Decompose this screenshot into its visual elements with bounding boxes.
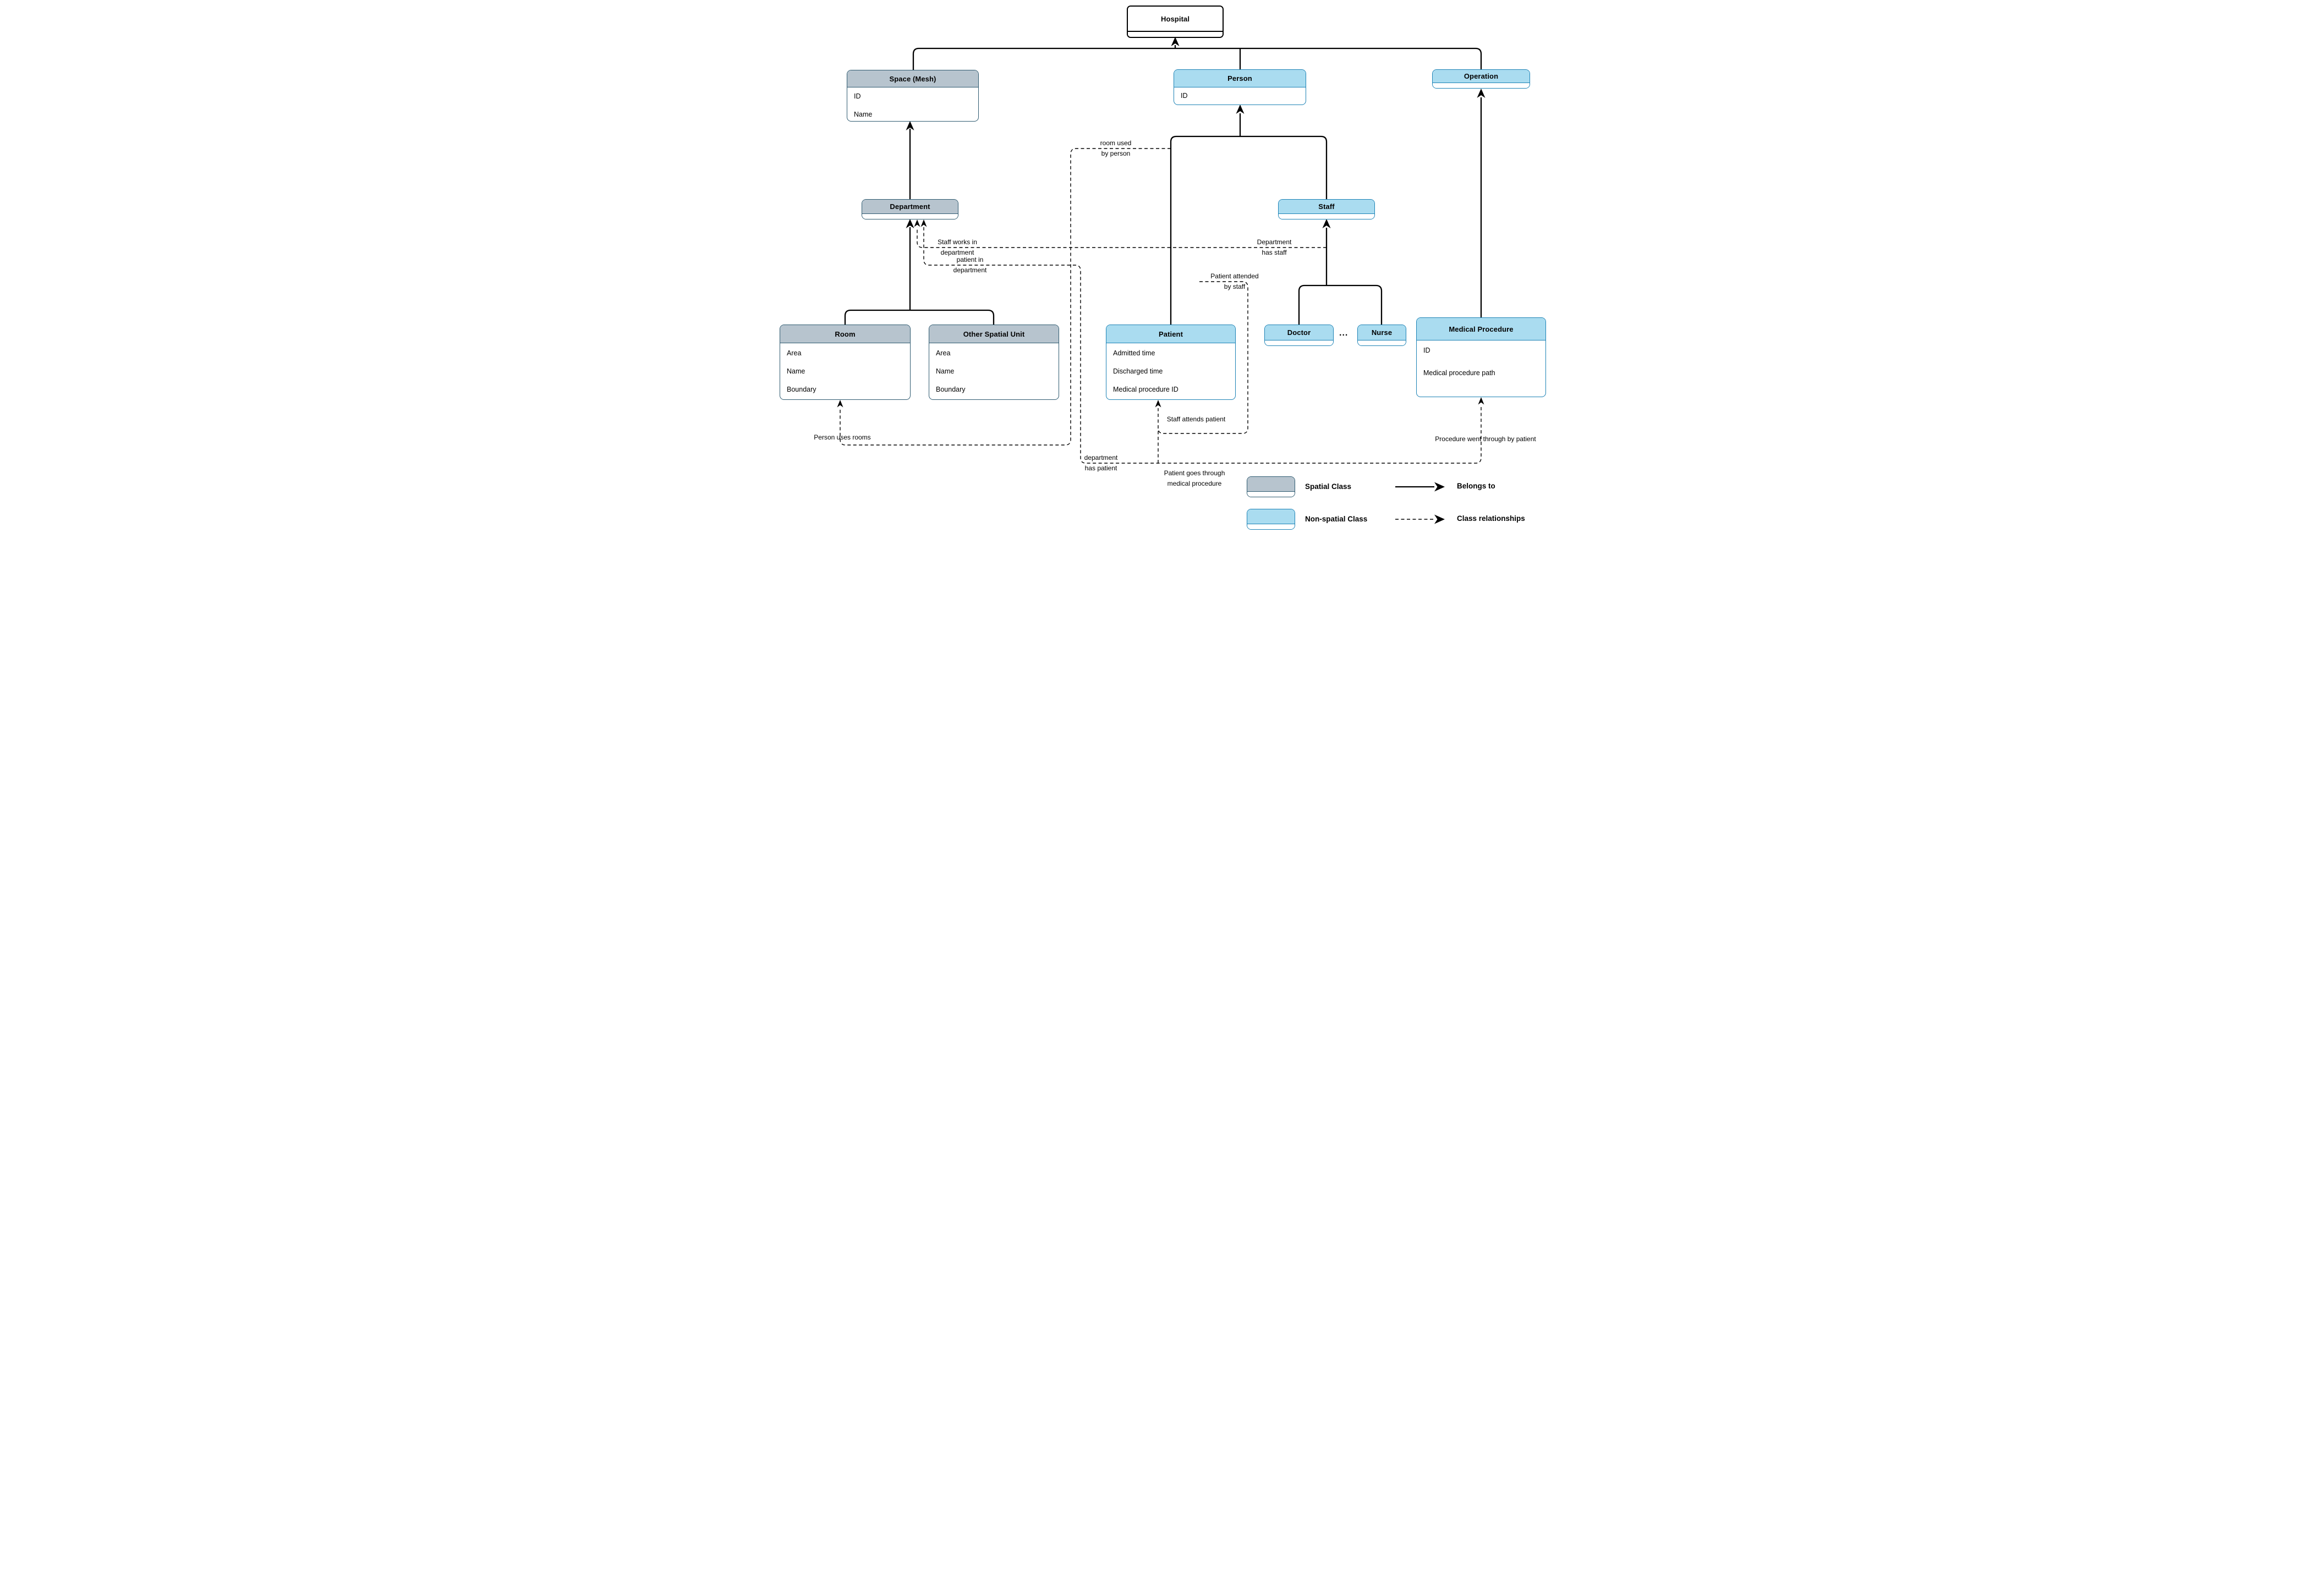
class-box-doctor: Doctor	[1264, 325, 1334, 346]
class-box-medical-procedure: Medical Procedure ID Medical procedure p…	[1416, 317, 1546, 397]
class-diagram-canvas: Hospital Space (Mesh) ID Name Person ID …	[775, 0, 1549, 531]
attribute: Name	[787, 367, 805, 375]
class-box-space-mesh: Space (Mesh) ID Name	[847, 70, 979, 122]
arrowhead-into-patient	[1155, 400, 1161, 408]
class-body-staff	[1279, 214, 1374, 219]
arrowhead-into-department-from-patient	[920, 219, 927, 227]
connector-layer	[837, 37, 1486, 524]
class-title-space-mesh: Space (Mesh)	[847, 70, 978, 87]
relationship-staff-patient	[1158, 281, 1248, 434]
relationship-label-department-has-patient: department has patient	[1084, 454, 1118, 472]
class-box-person: Person ID	[1174, 69, 1306, 105]
attribute: Name	[854, 111, 873, 118]
attribute: ID	[1181, 92, 1188, 100]
relationship-staff-department	[917, 227, 1327, 248]
relationship-department-patient-medicalprocedure	[923, 227, 1482, 464]
arrowhead-into-hospital	[1171, 37, 1180, 46]
legend-label-spatial-class: Spatial Class	[1305, 482, 1352, 491]
relationship-label-person-uses-rooms: Person uses rooms	[814, 433, 871, 441]
attribute: Name	[936, 367, 955, 375]
class-box-patient: Patient Admitted time Discharged time Me…	[1106, 325, 1236, 400]
class-body-department	[862, 214, 958, 219]
class-box-department: Department	[862, 199, 958, 219]
class-box-other-spatial-unit: Other Spatial Unit Area Name Boundary	[929, 325, 1059, 400]
relationship-label-staff-attends-patient: Staff attends patient	[1166, 415, 1226, 423]
class-title-nurse: Nurse	[1358, 325, 1406, 340]
arrowhead-into-staff	[1322, 219, 1331, 228]
legend-swatch-spatial-class	[1247, 476, 1295, 497]
legend-label-class-relationships: Class relationships	[1457, 514, 1525, 523]
relationship-label-patient-goes-through-medical-procedure: Patient goes through medical procedure	[1164, 469, 1225, 487]
class-title-room: Room	[780, 325, 910, 343]
attribute: Medical procedure ID	[1113, 386, 1179, 393]
class-title-department: Department	[862, 200, 958, 214]
legend-class-relationship-arrowhead	[1434, 514, 1445, 524]
relationship-label-patient-attended-by-staff: Patient attended by staff	[1210, 272, 1259, 290]
class-box-staff: Staff	[1278, 199, 1375, 219]
ellipsis-more-staff-types: ...	[1339, 328, 1349, 338]
class-title-staff: Staff	[1279, 200, 1374, 214]
attribute: Boundary	[787, 386, 816, 393]
attribute: Area	[787, 349, 802, 357]
class-body-hospital	[1128, 32, 1223, 37]
class-title-medical-procedure: Medical Procedure	[1417, 318, 1545, 340]
legend-label-belongs-to: Belongs to	[1457, 482, 1495, 490]
belongs-to-rail-hospital	[912, 47, 1482, 72]
arrowhead-into-medical-procedure	[1478, 397, 1484, 405]
class-box-hospital: Hospital	[1127, 6, 1224, 38]
attribute: Admitted time	[1113, 349, 1155, 357]
relationship-label-patient-in-department: patient in department	[953, 256, 987, 274]
relationship-person-room	[840, 148, 1171, 446]
legend-belongs-to-arrowhead	[1434, 482, 1445, 492]
relationship-label-procedure-went-through-by-patient: Procedure went through by patient	[1435, 435, 1536, 443]
arrowhead-into-department	[906, 219, 914, 228]
belongs-to-bus-doctor-nurse	[1298, 284, 1383, 325]
class-title-patient: Patient	[1106, 325, 1235, 343]
belongs-to-bus-room-osu	[844, 309, 995, 325]
arrowhead-into-department-from-staff	[914, 219, 920, 227]
class-box-operation: Operation	[1432, 69, 1530, 89]
relationship-label-department-has-staff: Department has staff	[1257, 238, 1292, 256]
attribute: Area	[936, 349, 951, 357]
arrowhead-into-space	[906, 121, 914, 130]
class-body-operation	[1433, 83, 1530, 88]
class-title-doctor: Doctor	[1265, 325, 1333, 340]
class-box-nurse: Nurse	[1357, 325, 1406, 346]
class-title-hospital: Hospital	[1128, 7, 1223, 32]
class-title-other-spatial-unit: Other Spatial Unit	[929, 325, 1059, 343]
class-body-nurse	[1358, 340, 1406, 345]
relationship-label-room-used-by-person: room used by person	[1100, 139, 1132, 157]
relationship-label-staff-works-in-department: Staff works in department	[938, 238, 977, 256]
arrowhead-into-person	[1236, 105, 1245, 114]
arrowhead-into-operation	[1477, 89, 1486, 98]
class-body-doctor	[1265, 340, 1333, 345]
class-box-room: Room Area Name Boundary	[780, 325, 911, 400]
attribute: ID	[854, 92, 861, 100]
legend-label-non-spatial-class: Non-spatial Class	[1305, 515, 1368, 523]
class-title-person: Person	[1174, 70, 1306, 87]
attribute: ID	[1423, 347, 1430, 354]
class-title-operation: Operation	[1433, 70, 1530, 83]
attribute: Discharged time	[1113, 367, 1163, 375]
legend-swatch-non-spatial-class	[1247, 509, 1295, 530]
attribute: Boundary	[936, 386, 966, 393]
attribute: Medical procedure path	[1423, 369, 1495, 377]
belongs-to-bus-patient-staff	[1170, 135, 1328, 325]
arrowhead-into-room	[837, 400, 843, 408]
